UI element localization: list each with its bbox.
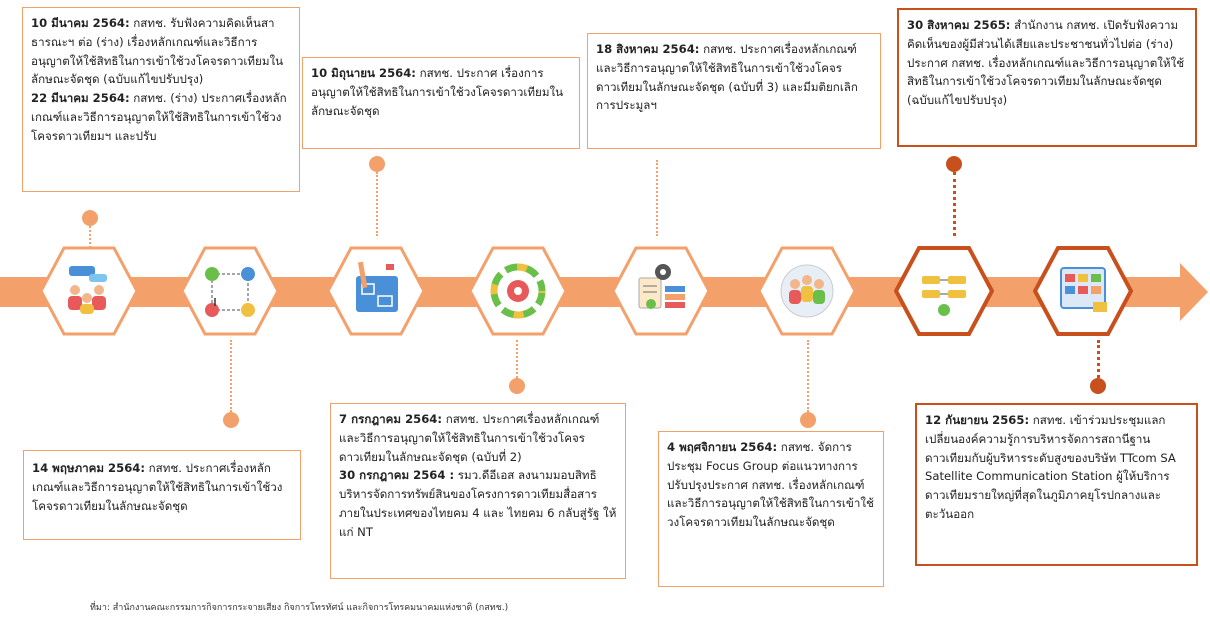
document-gear-icon [611, 246, 711, 336]
connector-dot-1 [82, 210, 98, 226]
connector-line-5 [656, 160, 658, 236]
event-box-7: 30 สิงหาคม 2565: สำนักงาน กสทช. เปิดรับฟ… [897, 8, 1197, 147]
connector-dot-2 [223, 412, 239, 428]
event-date: 12 กันยายน 2565: [925, 413, 1030, 427]
event-date: 10 มิถุนายน 2564: [311, 66, 416, 80]
event-text: กสทช. ประกาศ เรื่องการอนุญาตให้ใช้สิทธิใ… [311, 66, 564, 118]
timeline-band [0, 277, 1180, 307]
gear-cycle-icon [468, 246, 568, 336]
event-box-6: 4 พฤศจิกายน 2564: กสทช. จัดการประชุม Foc… [658, 431, 884, 587]
dashboard-board-icon [1033, 246, 1133, 336]
process-steps-icon [180, 246, 280, 336]
event-text: สำนักงาน กสทช. เปิดรับฟังความคิดเห็นของผ… [907, 18, 1185, 108]
hexagon-7 [894, 246, 994, 336]
connector-line-3 [376, 172, 378, 236]
connector-line-4 [516, 340, 518, 378]
event-date: 4 พฤศจิกายน 2564: [667, 440, 778, 454]
hexagon-4 [468, 246, 568, 336]
hexagon-8 [1033, 246, 1133, 336]
event-box-8: 12 กันยายน 2565: กสทช. เข้าร่วมประชุมแลก… [915, 403, 1198, 566]
event-date: 7 กรกฎาคม 2564: [339, 412, 443, 426]
timeline-arrowhead [1180, 263, 1208, 321]
event-text: กสทช. ประกาศเรื่องหลักเกณฑ์และวิธีการอนุ… [596, 42, 858, 113]
connector-dot-3 [369, 156, 385, 172]
connector-dot-8 [1090, 378, 1106, 394]
flowchart-icon [894, 246, 994, 336]
connector-dot-4 [509, 378, 525, 394]
event-text: กสทช. จัดการประชุม Focus Group ต่อแนวทาง… [667, 440, 874, 530]
event-text: รมว.ดีอีเอส ลงนามมอบสิทธิบริหารจัดการทรั… [339, 468, 617, 539]
connector-line-8 [1097, 340, 1100, 378]
connector-line-6 [807, 340, 809, 412]
event-box-2: 14 พฤษภาคม 2564: กสทช. ประกาศเรื่องหลักเ… [23, 450, 301, 540]
event-box-4: 7 กรกฎาคม 2564: กสทช. ประกาศเรื่องหลักเก… [330, 403, 626, 579]
event-date: 30 กรกฎาคม 2564 : [339, 468, 455, 483]
event-date: 30 สิงหาคม 2565: [907, 18, 1011, 32]
source-note: ที่มา: สำนักงานคณะกรรมการกิจการกระจายเสี… [90, 603, 509, 613]
event-box-3: 10 มิถุนายน 2564: กสทช. ประกาศ เรื่องการ… [302, 57, 580, 149]
event-date: 18 สิงหาคม 2564: [596, 42, 700, 56]
hexagon-3 [326, 246, 426, 336]
event-text: กสทช. ประกาศเรื่องหลักเกณฑ์และวิธีการอนุ… [339, 412, 600, 464]
event-text: กสทช. เข้าร่วมประชุมแลกเปลี่ยนองค์ความรู… [925, 413, 1176, 521]
event-date: 14 พฤษภาคม 2564: [32, 461, 145, 475]
hexagon-1 [39, 246, 139, 336]
event-text: กสทช. (ร่าง) ประกาศเรื่องหลักเกณฑ์และวิธ… [31, 91, 287, 143]
blueprint-icon [326, 246, 426, 336]
event-date: 22 มีนาคม 2564: [31, 91, 130, 106]
event-date: 10 มีนาคม 2564: [31, 16, 130, 30]
connector-line-1 [89, 226, 91, 248]
event-text: กสทช. ประกาศเรื่องหลักเกณฑ์และวิธีการอนุ… [32, 461, 283, 513]
team-target-icon [757, 246, 857, 336]
connector-line-2 [230, 340, 232, 412]
connector-line-7 [953, 172, 956, 236]
hexagon-2 [180, 246, 280, 336]
connector-dot-7 [946, 156, 962, 172]
event-box-5: 18 สิงหาคม 2564: กสทช. ประกาศเรื่องหลักเ… [587, 33, 881, 149]
hexagon-6 [757, 246, 857, 336]
people-meeting-icon [39, 246, 139, 336]
event-text: กสทช. รับฟังความคิดเห็นสาธารณะฯ ต่อ (ร่า… [31, 16, 284, 87]
connector-dot-6 [800, 412, 816, 428]
hexagon-5 [611, 246, 711, 336]
event-box-1: 10 มีนาคม 2564: กสทช. รับฟังความคิดเห็นส… [22, 7, 300, 192]
